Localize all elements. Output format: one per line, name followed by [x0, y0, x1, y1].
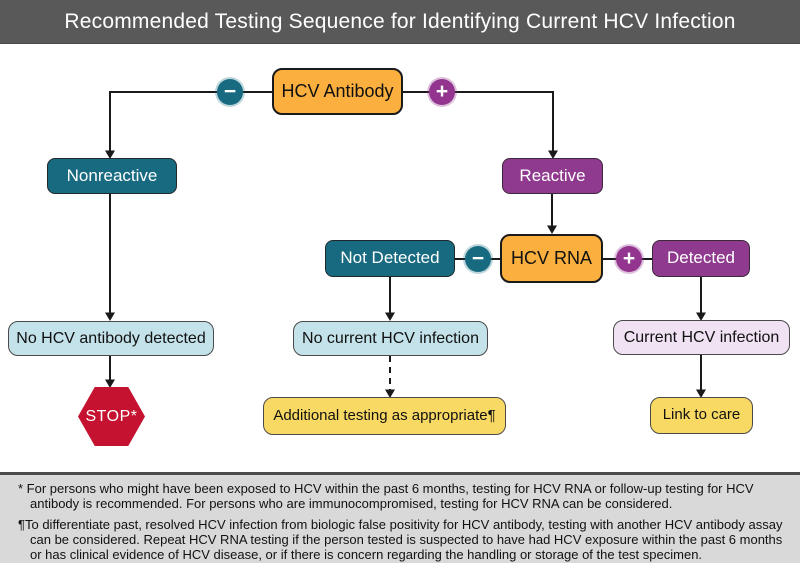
edge-antibody-positive	[403, 91, 558, 159]
page-title: Recommended Testing Sequence for Identif…	[64, 9, 736, 33]
node-hcv-antibody: HCV Antibody	[272, 68, 403, 115]
node-additional-testing: Additional testing as appropriate¶	[263, 397, 506, 435]
footnotes-panel: * For persons who might have been expose…	[0, 472, 800, 563]
footnote-pilcrow-text: To differentiate past, resolved HCV infe…	[24, 516, 783, 563]
title-bar: Recommended Testing Sequence for Identif…	[0, 0, 800, 44]
node-reactive: Reactive	[502, 158, 603, 194]
node-not-detected: Not Detected	[325, 240, 455, 277]
flowchart-canvas: HCV Antibody − + Nonreactive Reactive No…	[0, 43, 800, 473]
node-hcv-rna: HCV RNA	[500, 234, 603, 283]
footnote-asterisk-text: For persons who might have been exposed …	[26, 481, 754, 512]
footnote-pilcrow: ¶To differentiate past, resolved HCV inf…	[18, 517, 792, 563]
node-current-hcv-infection: Current HCV infection	[613, 320, 790, 355]
footnote-asterisk-marker: *	[18, 481, 27, 496]
node-no-current-hcv-infection: No current HCV infection	[293, 321, 488, 356]
node-no-hcv-antibody-detected: No HCV antibody detected	[8, 321, 214, 356]
node-detected: Detected	[652, 240, 750, 277]
footnote-pilcrow-marker: ¶	[18, 516, 25, 532]
minus-icon: −	[465, 246, 491, 272]
node-link-to-care: Link to care	[650, 397, 753, 434]
edge-antibody-negative	[105, 91, 272, 159]
node-nonreactive: Nonreactive	[47, 158, 177, 194]
plus-icon: +	[616, 246, 642, 272]
footnote-asterisk: * For persons who might have been expose…	[18, 481, 792, 512]
stop-sign: STOP*	[78, 387, 145, 446]
plus-icon: +	[429, 79, 455, 105]
minus-icon: −	[217, 79, 243, 105]
